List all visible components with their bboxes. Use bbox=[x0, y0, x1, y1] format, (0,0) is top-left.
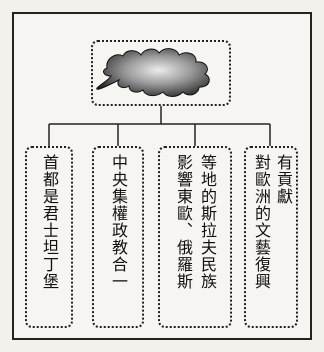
branch-3-text-col-1: 等地的斯拉夫民族 bbox=[198, 154, 217, 290]
branch-node-1: 首都是君士坦丁堡 bbox=[25, 146, 73, 328]
branch-node-4: 有貢獻 對歐洲的文藝復興 bbox=[244, 146, 298, 328]
branch-4-text-col-2: 對歐洲的文藝復興 bbox=[252, 154, 271, 290]
branch-node-3: 等地的斯拉夫民族 影響東歐、俄羅斯 bbox=[158, 146, 232, 328]
branch-node-2: 中央集權政教合一 bbox=[92, 146, 144, 328]
branch-3-text-col-2: 影響東歐、俄羅斯 bbox=[174, 154, 193, 290]
branch-1-text-col-1: 首都是君士坦丁堡 bbox=[40, 154, 59, 290]
root-node bbox=[91, 40, 231, 106]
branch-2-text-col-1: 中央集權政教合一 bbox=[109, 154, 128, 290]
branch-4-text-col-1: 有貢獻 bbox=[274, 154, 293, 205]
blob-cloud-icon bbox=[96, 48, 210, 97]
